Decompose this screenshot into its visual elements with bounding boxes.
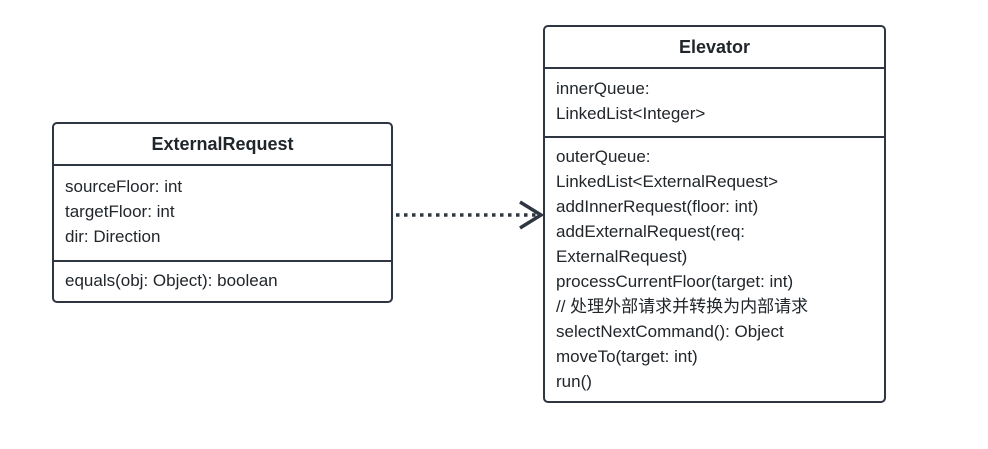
method-line: selectNextCommand(): Object [556,322,784,341]
attributes-section: innerQueue: LinkedList<Integer> [545,69,884,136]
class-name: ExternalRequest [54,124,391,166]
attributes-section: sourceFloor: int targetFloor: int dir: D… [54,166,391,260]
method-line: run() [556,372,592,391]
attribute-line: sourceFloor: int [65,177,183,196]
method-line: moveTo(target: int) [556,347,698,366]
method-line: processCurrentFloor(target: int) [556,272,794,291]
method-line: addInnerRequest(floor: int) [556,197,759,216]
arrowhead-icon [519,200,545,230]
attribute-line: targetFloor: int [65,202,175,221]
attribute-line: dir: Direction [65,227,161,246]
method-line: addExternalRequest(req: [556,222,746,241]
method-comment-line: // 处理外部请求并转换为内部请求 [556,297,809,316]
methods-section: outerQueue: LinkedList<ExternalRequest> … [545,136,884,397]
uml-class-elevator[interactable]: Elevator innerQueue: LinkedList<Integer>… [543,25,886,403]
method-line: outerQueue: [556,147,651,166]
class-name: Elevator [545,27,884,69]
method-line: ExternalRequest) [556,247,688,266]
methods-section: equals(obj: Object): boolean [54,260,391,299]
method-line: equals(obj: Object): boolean [65,271,278,290]
method-line: LinkedList<ExternalRequest> [556,172,779,191]
attribute-line: LinkedList<Integer> [556,104,706,123]
uml-class-externalrequest[interactable]: ExternalRequest sourceFloor: int targetF… [52,122,393,303]
attribute-line: innerQueue: [556,79,650,98]
